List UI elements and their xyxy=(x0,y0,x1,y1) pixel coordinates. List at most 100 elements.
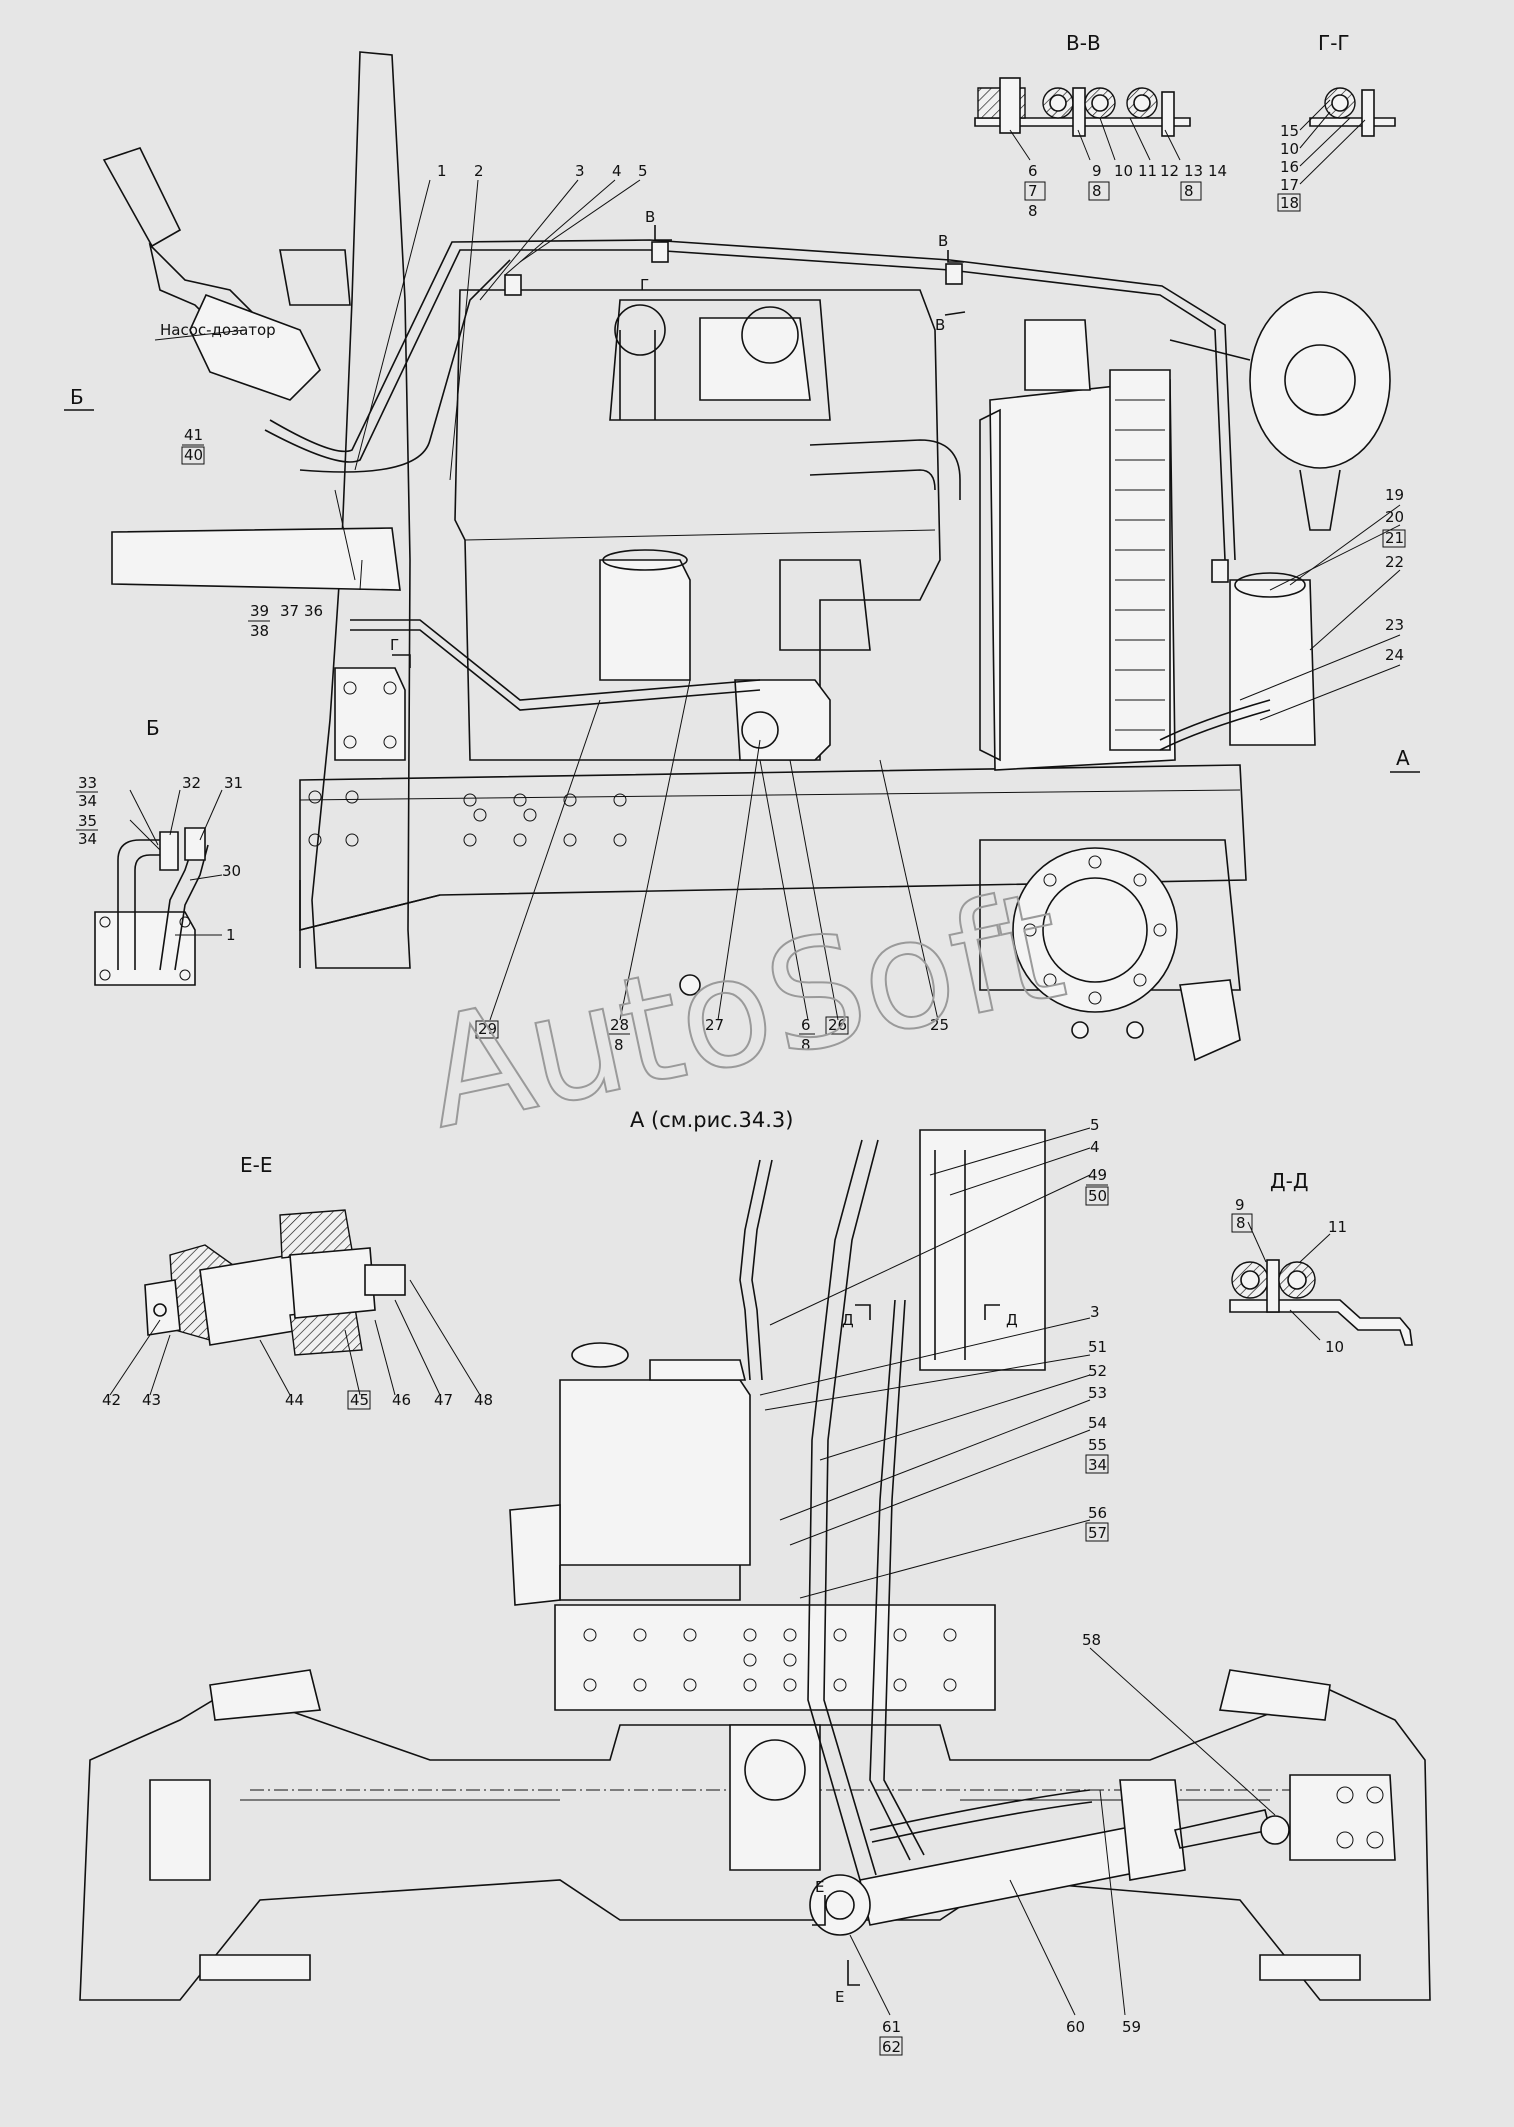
label-22: 22 xyxy=(1385,553,1404,571)
gg-label-15: 15 xyxy=(1280,122,1299,140)
label-38: 38 xyxy=(250,622,269,640)
bottom-label-4: 4 xyxy=(1090,1138,1100,1156)
view-mark-a: А xyxy=(1396,746,1410,770)
vv-label-10: 10 xyxy=(1114,162,1133,180)
label-28: 28 xyxy=(610,1016,629,1034)
section-ee: Е-Е 42 43 44 45 46 47 48 xyxy=(102,1153,493,1410)
bottom-label-51: 51 xyxy=(1088,1338,1107,1356)
section-dd: Д-Д 9 8 11 10 xyxy=(1229,1169,1413,1356)
title-vv: В-В xyxy=(1066,31,1101,55)
section-gg: Г-Г 15 10 16 17 18 xyxy=(1277,31,1396,212)
label-6: 6 xyxy=(801,1016,811,1034)
label-4: 4 xyxy=(612,162,622,180)
dd-label-11: 11 xyxy=(1328,1218,1347,1236)
vv-label-12: 12 xyxy=(1160,162,1179,180)
label-40: 40 xyxy=(184,446,203,464)
label-25: 25 xyxy=(930,1016,949,1034)
bottom-label-5: 5 xyxy=(1090,1116,1100,1134)
gg-label-17: 17 xyxy=(1280,176,1299,194)
vv-label-7: 7 xyxy=(1028,182,1038,200)
section-mark-e2: Е xyxy=(835,1988,844,2006)
vv-label-6: 6 xyxy=(1028,162,1038,180)
label-2: 2 xyxy=(474,162,484,180)
b-label-34b: 34 xyxy=(78,830,97,848)
b-label-31: 31 xyxy=(224,774,243,792)
vv-label-8: 8 xyxy=(1028,202,1038,220)
b-label-30: 30 xyxy=(222,862,241,880)
view-mark-b: Б xyxy=(70,385,84,409)
bottom-label-56: 56 xyxy=(1088,1504,1107,1522)
vv-label-13: 13 xyxy=(1184,162,1203,180)
section-markers-main: В В В Г Г Насос-дозатор xyxy=(154,208,966,668)
vv-label-9: 9 xyxy=(1092,162,1102,180)
bottom-label-58: 58 xyxy=(1082,1631,1101,1649)
section-vv: В-В 6 7 8 9 8 10 11 12 13 8 14 xyxy=(974,31,1227,220)
section-mark-v3: В xyxy=(935,316,945,334)
gg-label-16: 16 xyxy=(1280,158,1299,176)
label-26: 26 xyxy=(828,1016,847,1034)
vv-label-11: 11 xyxy=(1138,162,1157,180)
bottom-label-62: 62 xyxy=(882,2038,901,2056)
b-label-34: 34 xyxy=(78,792,97,810)
label-29: 29 xyxy=(478,1020,497,1038)
title-b: Б xyxy=(146,716,160,740)
title-dd: Д-Д xyxy=(1270,1169,1308,1193)
title-gg: Г-Г xyxy=(1318,31,1350,55)
bottom-view-callouts: 5 4 49 50 3 51 52 53 54 55 34 56 57 58 5… xyxy=(759,1116,1276,2056)
dd-label-9: 9 xyxy=(1235,1196,1245,1214)
ee-label-42: 42 xyxy=(102,1391,121,1409)
dd-label-8: 8 xyxy=(1236,1214,1246,1232)
label-36: 36 xyxy=(304,602,323,620)
section-mark-d2: Д xyxy=(1006,1311,1018,1329)
bottom-axle-view xyxy=(79,1129,1431,2001)
label-27: 27 xyxy=(705,1016,724,1034)
ee-label-48: 48 xyxy=(474,1391,493,1409)
label-8b: 8 xyxy=(801,1036,811,1054)
label-8a: 8 xyxy=(614,1036,624,1054)
label-23: 23 xyxy=(1385,616,1404,634)
title-ee: Е-Е xyxy=(240,1153,273,1177)
bottom-label-59: 59 xyxy=(1122,2018,1141,2036)
section-mark-d1: Д xyxy=(842,1311,854,1329)
section-mark-v2: В xyxy=(938,232,948,250)
dd-label-10: 10 xyxy=(1325,1338,1344,1356)
label-39: 39 xyxy=(250,602,269,620)
main-side-view xyxy=(102,51,1391,1062)
ee-label-46: 46 xyxy=(392,1391,411,1409)
bottom-label-61: 61 xyxy=(882,2018,901,2036)
b-label-35: 35 xyxy=(78,812,97,830)
ee-label-44: 44 xyxy=(285,1391,304,1409)
label-37: 37 xyxy=(280,602,299,620)
ee-label-43: 43 xyxy=(142,1391,161,1409)
label-41: 41 xyxy=(184,426,203,444)
vv-label-14: 14 xyxy=(1208,162,1227,180)
bottom-label-54: 54 xyxy=(1088,1414,1107,1432)
section-mark-v1: В xyxy=(645,208,655,226)
section-mark-g2: Г xyxy=(640,276,649,294)
ee-label-47: 47 xyxy=(434,1391,453,1409)
section-mark-g1: Г xyxy=(390,636,399,654)
bottom-label-34: 34 xyxy=(1088,1456,1107,1474)
gg-label-10: 10 xyxy=(1280,140,1299,158)
ee-label-45: 45 xyxy=(350,1391,369,1409)
bottom-label-49: 49 xyxy=(1088,1166,1107,1184)
section-mark-e1: Е xyxy=(815,1878,824,1896)
bottom-label-60: 60 xyxy=(1066,2018,1085,2036)
callout-a-caption: А (см.рис.34.3) xyxy=(630,1108,793,1132)
gg-label-18: 18 xyxy=(1280,194,1299,212)
bottom-label-55: 55 xyxy=(1088,1436,1107,1454)
label-24: 24 xyxy=(1385,646,1404,664)
main-view-callouts: 1 2 3 4 5 41 40 39 38 37 36 19 20 21 22 … xyxy=(64,162,1420,1054)
vv-label-8b: 8 xyxy=(1092,182,1102,200)
bottom-label-53: 53 xyxy=(1088,1384,1107,1402)
b-label-1: 1 xyxy=(226,926,236,944)
bottom-label-50: 50 xyxy=(1088,1187,1107,1205)
label-5: 5 xyxy=(638,162,648,180)
label-21: 21 xyxy=(1385,529,1404,547)
detail-b: Б 33 34 35 34 32 31 30 1 xyxy=(76,716,243,986)
b-label-33: 33 xyxy=(78,774,97,792)
label-19: 19 xyxy=(1385,486,1404,504)
pump-note: Насос-дозатор xyxy=(160,321,276,339)
label-20: 20 xyxy=(1385,508,1404,526)
